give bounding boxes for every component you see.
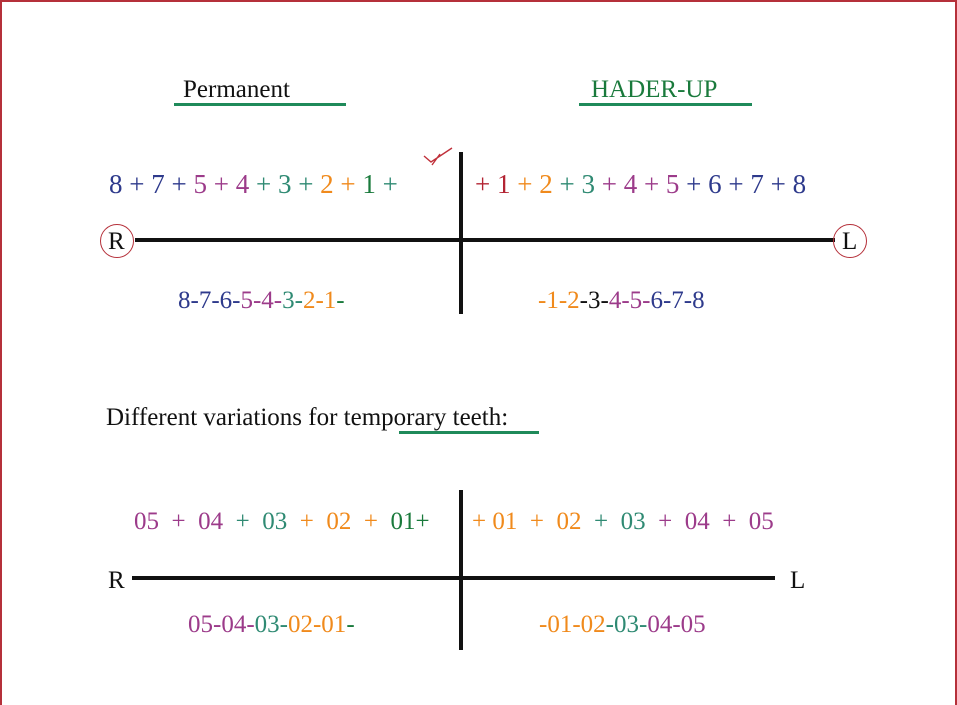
tooth-segment: 7 <box>151 169 165 199</box>
tooth-segment: + <box>510 169 540 199</box>
tooth-segment: + <box>333 169 363 199</box>
tooth-segment: + <box>122 169 152 199</box>
tooth-segment: -03- <box>605 611 648 638</box>
tooth-segment: + <box>679 169 709 199</box>
tooth-segment: 03- <box>254 611 288 638</box>
tooth-segment: -1-2 <box>538 287 580 314</box>
tooth-segment: 02 <box>326 508 352 535</box>
permanent-lower-left: -1-2-3-4-5-6-7-8 <box>538 288 705 313</box>
tooth-segment: 6 <box>708 169 722 199</box>
permanent-upper-right: 8 + 7 + 5 + 4 + 3 + 2 + 1 + <box>109 171 398 198</box>
tooth-segment: - <box>346 611 355 638</box>
tooth-segment: + <box>472 508 493 535</box>
permanent-lower-right: 8-7-6-5-4-3-2-1- <box>178 288 345 313</box>
underline-hader-up <box>579 103 752 106</box>
permanent-vertical-axis <box>459 152 463 314</box>
tooth-segment: 2-1 <box>302 287 337 314</box>
left-side-circle <box>833 224 867 258</box>
temporary-side-right: R <box>108 567 125 594</box>
permanent-side-right: R <box>108 228 125 255</box>
temporary-side-left: L <box>790 567 806 594</box>
tooth-segment: + <box>375 169 398 199</box>
underline-temporary <box>399 431 539 434</box>
right-side-circle <box>100 224 134 258</box>
tooth-segment: -01-02 <box>539 611 606 638</box>
heading-temporary: Different variations for temporary teeth… <box>106 404 509 431</box>
tooth-segment: 5 <box>193 169 207 199</box>
tooth-segment: + <box>164 169 194 199</box>
tooth-segment: + <box>223 508 263 535</box>
permanent-horizontal-axis <box>135 238 835 242</box>
tooth-segment: 03 <box>620 508 646 535</box>
permanent-side-left: L <box>842 228 858 255</box>
temporary-vertical-axis <box>459 490 463 650</box>
tooth-segment: 03 <box>262 508 288 535</box>
tooth-segment: 1 <box>496 169 511 199</box>
tooth-segment: + <box>287 508 327 535</box>
tooth-segment: 2 <box>320 169 334 199</box>
tooth-segment: 1 <box>362 169 376 199</box>
tooth-segment: 04 <box>198 508 224 535</box>
tooth-segment: - <box>336 287 345 314</box>
tooth-segment: + <box>475 169 497 199</box>
tooth-segment: + <box>721 169 751 199</box>
tooth-segment: 05 <box>748 508 774 535</box>
heading-hader-up: HADER-UP <box>591 76 718 103</box>
tooth-segment: 05 <box>134 508 159 535</box>
tooth-segment: 8 <box>792 169 807 199</box>
underline-permanent <box>174 103 346 106</box>
tooth-segment: + <box>709 508 749 535</box>
tooth-segment: + <box>206 169 236 199</box>
tooth-segment: + <box>763 169 793 199</box>
permanent-upper-left: + 1 + 2 + 3 + 4 + 5 + 6 + 7 + 8 <box>475 171 806 198</box>
tooth-segment: 01+ <box>390 508 430 535</box>
checkmark-annotation <box>423 147 453 166</box>
tooth-segment: 7 <box>750 169 764 199</box>
temporary-lower-right: 05-04-03-02-01- <box>188 612 355 637</box>
tooth-segment: 5-4- <box>240 287 283 314</box>
tooth-segment: 02-01 <box>287 611 347 638</box>
tooth-segment: 05-04- <box>188 611 255 638</box>
tooth-segment: 6-7-8 <box>650 287 705 314</box>
tooth-segment: 4 <box>235 169 250 199</box>
tooth-segment: + <box>351 508 391 535</box>
tooth-segment: 4-5- <box>608 287 651 314</box>
tooth-segment: -3- <box>579 287 609 314</box>
tooth-segment: 04-05 <box>647 611 706 638</box>
tooth-segment: + <box>249 169 278 199</box>
tooth-segment: 02 <box>556 508 582 535</box>
tooth-segment: 2 <box>539 169 553 199</box>
tooth-segment: 3 <box>581 169 595 199</box>
tooth-segment: 3- <box>282 287 303 314</box>
temporary-upper-left: + 01 + 02 + 03 + 04 + 05 <box>472 509 774 534</box>
tooth-segment: + <box>159 508 199 535</box>
temporary-horizontal-axis <box>132 576 775 580</box>
temporary-upper-right: 05 + 04 + 03 + 02 + 01+ <box>134 509 430 534</box>
tooth-segment: 8 <box>109 169 123 199</box>
tooth-segment: + <box>552 169 582 199</box>
tooth-segment: 5 <box>665 169 680 199</box>
tooth-segment: 8-7-6- <box>178 287 241 314</box>
tooth-segment: 01 <box>492 508 518 535</box>
tooth-segment: 04 <box>684 508 710 535</box>
tooth-segment: + <box>594 169 624 199</box>
tooth-segment: + <box>645 508 685 535</box>
tooth-segment: 3 <box>277 169 292 199</box>
heading-permanent: Permanent <box>183 76 290 103</box>
tooth-segment: + <box>581 508 621 535</box>
temporary-lower-left: -01-02-03-04-05 <box>539 612 706 637</box>
tooth-segment: + <box>291 169 321 199</box>
tooth-segment: 4 <box>623 169 638 199</box>
tooth-segment: + <box>517 508 557 535</box>
tooth-segment: + <box>637 169 666 199</box>
